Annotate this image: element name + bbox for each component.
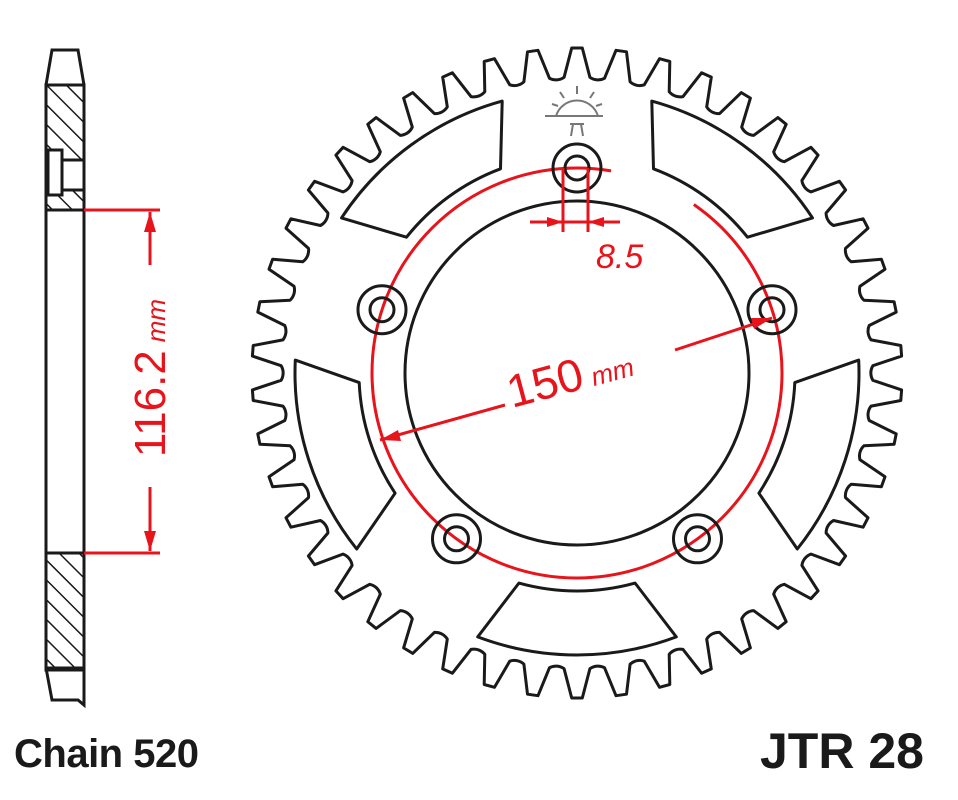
bolt-hole-boss — [672, 513, 723, 565]
hole-dimension — [530, 168, 620, 232]
sprocket-teeth — [250, 46, 904, 700]
center-bore — [403, 199, 751, 547]
bolt-hole — [758, 296, 786, 324]
lightening-window — [293, 358, 397, 551]
bolt-hole-boss — [746, 284, 798, 336]
bore-dimension — [84, 208, 160, 555]
bolt-circle-label: 150mm — [501, 334, 638, 417]
hatch-bottom — [44, 551, 86, 672]
bolt-hole — [684, 525, 711, 553]
bolt-hole — [443, 525, 470, 553]
bolt-hole-boss — [431, 513, 482, 565]
side-profile — [44, 48, 86, 709]
model-number-label: JTR 28 — [760, 723, 924, 779]
lightening-window — [340, 99, 504, 239]
bore-dimension-label: 116.2mm — [126, 299, 175, 457]
chain-size-label: Chain 520 — [14, 732, 199, 776]
sprocket-face — [250, 46, 904, 700]
bolt-circle-dimension — [379, 316, 773, 442]
bolt-hole-boss — [551, 142, 603, 194]
bolt-hole — [368, 296, 396, 324]
hole-dimension-label: 8.5 — [596, 238, 643, 276]
lightening-window — [757, 358, 861, 551]
bolt-hole-boss — [356, 284, 408, 336]
lightening-window — [650, 99, 814, 239]
lightening-window — [476, 581, 678, 657]
bolt-circle — [370, 166, 784, 580]
logo-icon — [545, 86, 603, 137]
